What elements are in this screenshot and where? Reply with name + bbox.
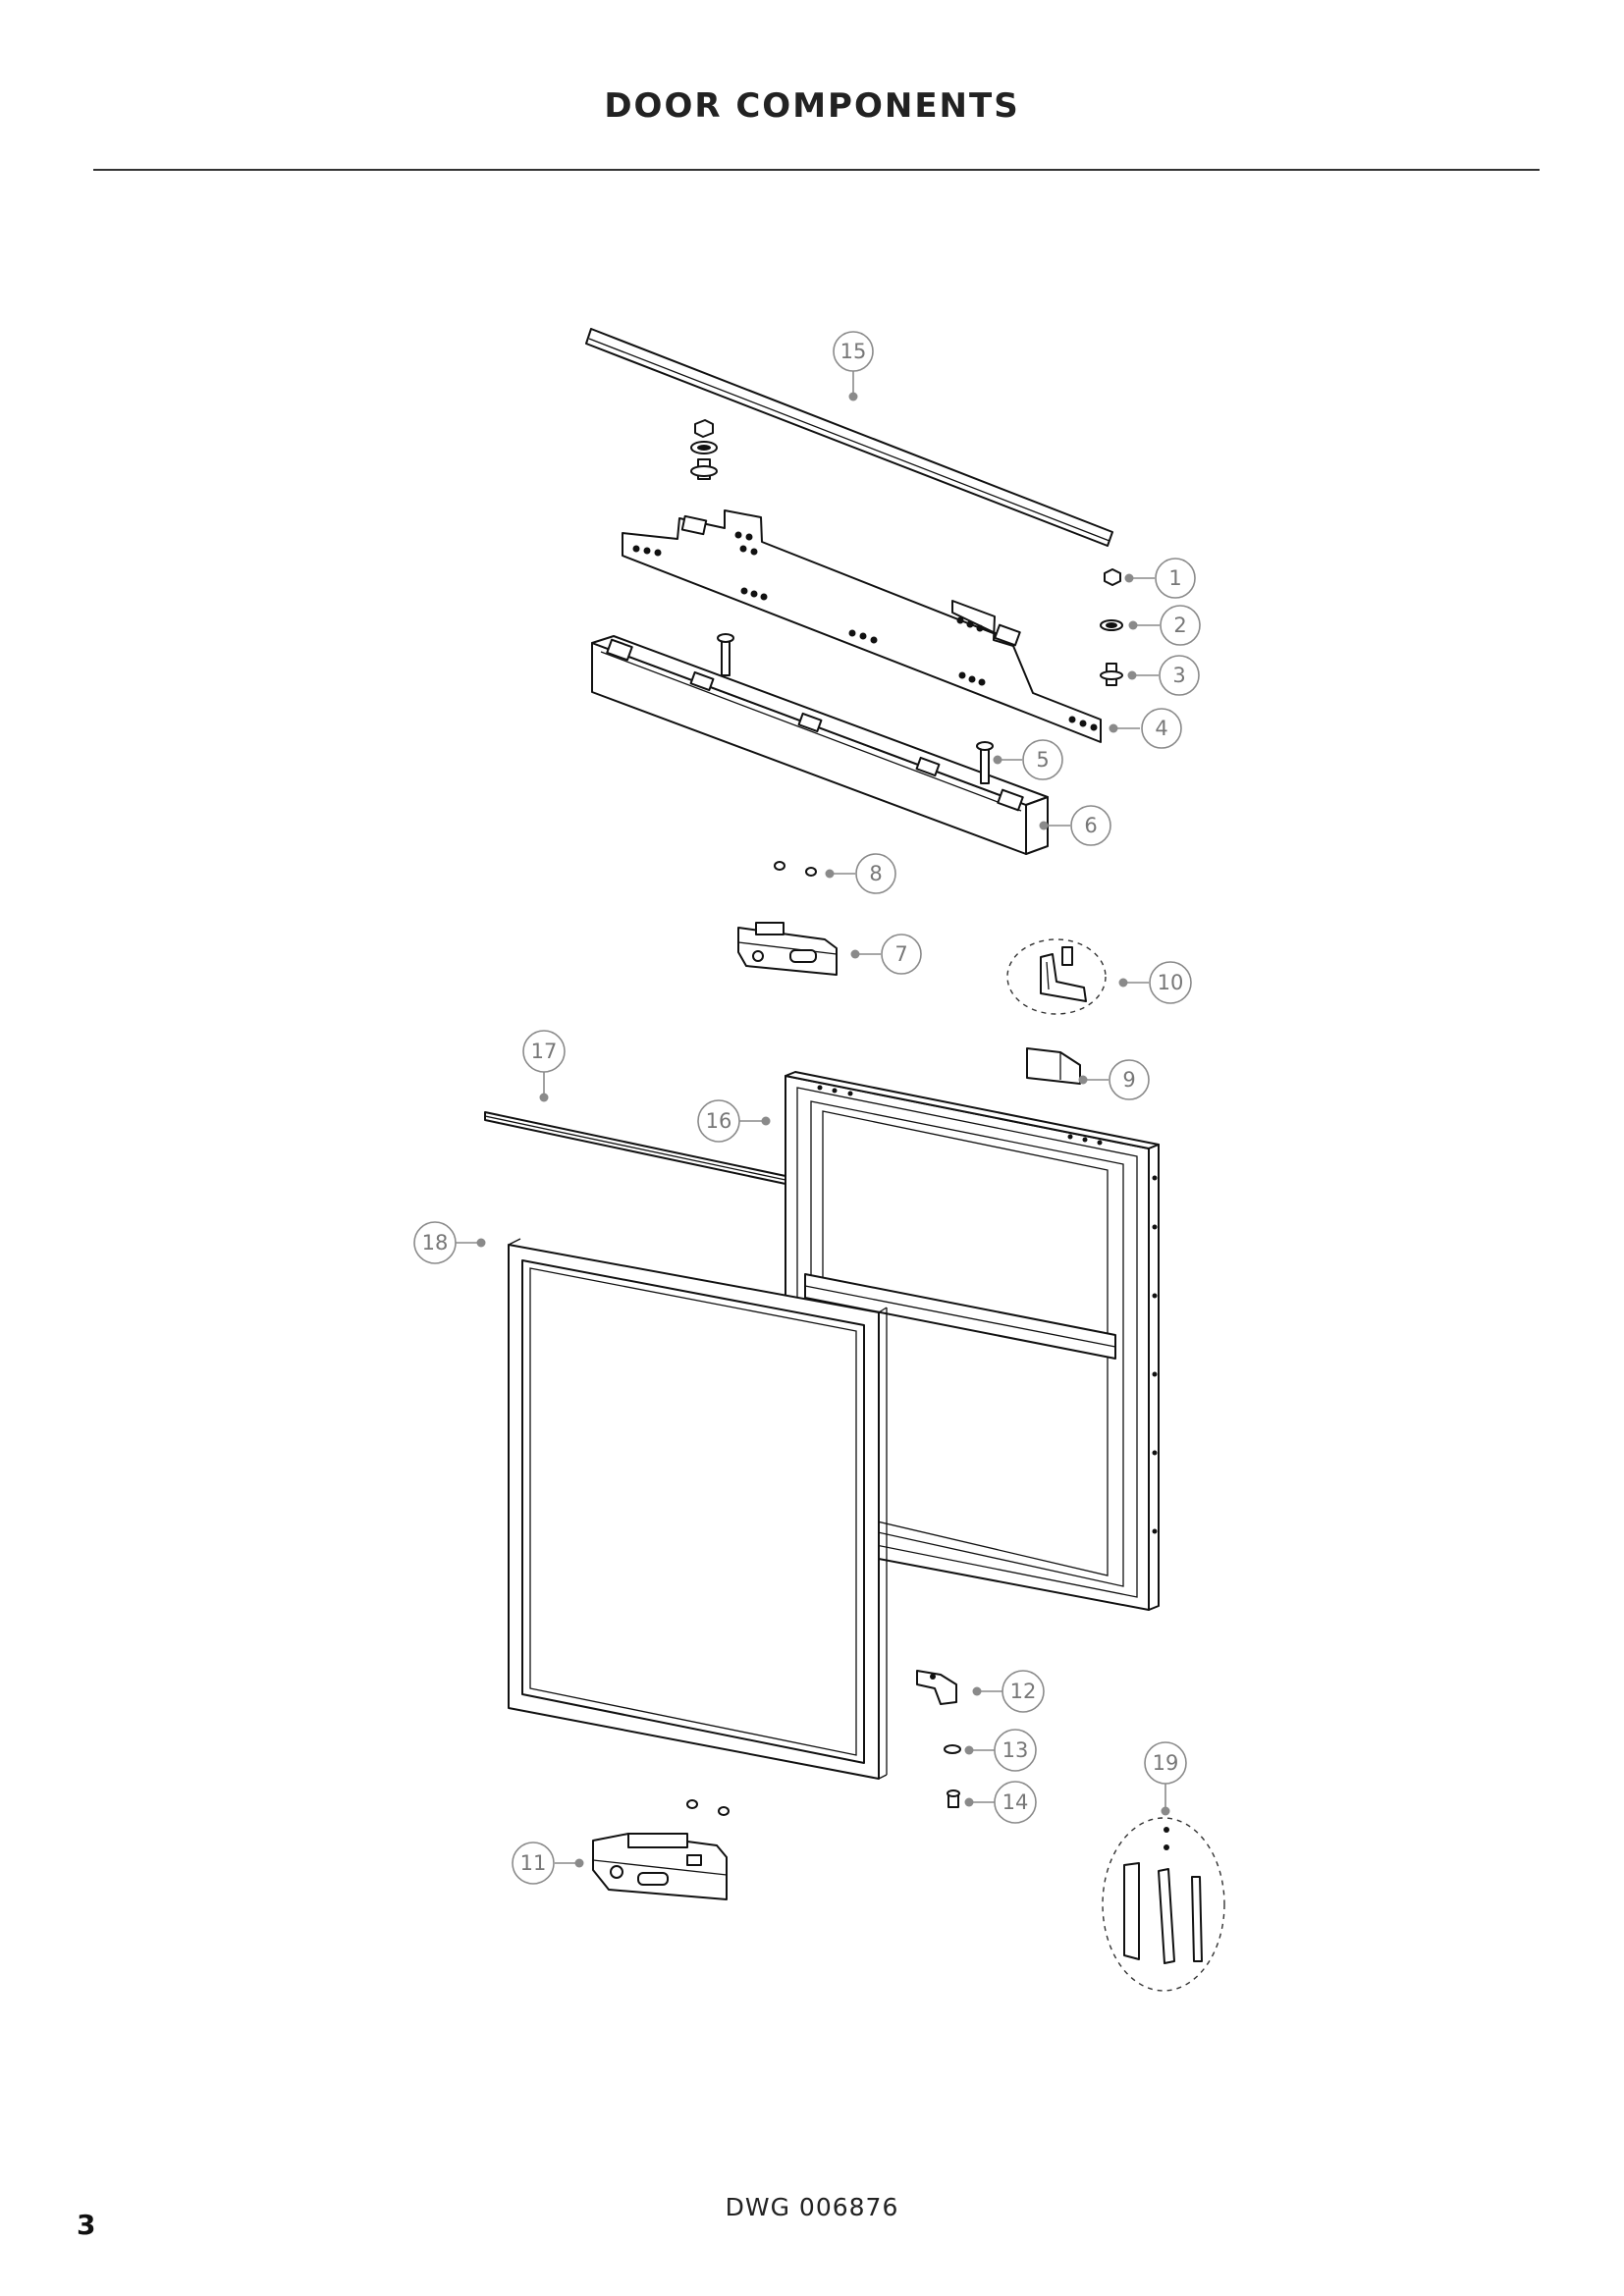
part-13-washer	[944, 1744, 961, 1754]
svg-text:15: 15	[840, 340, 867, 363]
svg-text:11: 11	[520, 1851, 547, 1875]
callout-7: 7	[850, 934, 922, 975]
callout-5: 5	[993, 739, 1063, 780]
svg-text:17: 17	[531, 1040, 558, 1063]
svg-text:9: 9	[1122, 1068, 1135, 1092]
part-15-top-trim	[585, 328, 1113, 547]
svg-text:7: 7	[894, 942, 907, 966]
page-number: 3	[77, 2209, 96, 2241]
page-title: DOOR COMPONENTS	[604, 86, 1020, 126]
part-1-nut	[1104, 568, 1121, 586]
svg-text:12: 12	[1010, 1680, 1037, 1703]
callout-13: 13	[964, 1729, 1037, 1772]
part-19-trim-kit	[1102, 1817, 1225, 1992]
hinge-hardware-stack-left	[690, 419, 718, 480]
part-11-bottom-hinge	[592, 1833, 728, 1900]
part-6-top-channel	[591, 635, 1049, 855]
part-11-screws	[686, 1799, 730, 1816]
part-7-hinge-block	[737, 922, 838, 976]
svg-text:16: 16	[706, 1109, 732, 1133]
svg-text:19: 19	[1153, 1751, 1179, 1775]
callout-4: 4	[1109, 708, 1182, 749]
callout-12: 12	[972, 1670, 1045, 1713]
svg-text:13: 13	[1002, 1738, 1029, 1762]
title-divider	[93, 169, 1540, 171]
callout-11: 11	[512, 1842, 584, 1885]
callout-1: 1	[1124, 558, 1196, 599]
callout-18: 18	[413, 1221, 486, 1264]
part-5-screws	[717, 633, 994, 784]
callout-19: 19	[1144, 1741, 1187, 1816]
drawing-number: DWG 006876	[725, 2193, 899, 2221]
svg-text:18: 18	[422, 1231, 449, 1255]
svg-text:6: 6	[1084, 814, 1097, 837]
part-8-small-screws	[774, 861, 817, 877]
svg-text:2: 2	[1173, 614, 1186, 637]
callout-2: 2	[1128, 605, 1201, 646]
callout-14: 14	[964, 1781, 1037, 1824]
part-2-washer	[1100, 619, 1123, 631]
part-17-strip	[484, 1111, 786, 1185]
svg-text:5: 5	[1036, 748, 1049, 772]
callout-10: 10	[1118, 961, 1192, 1004]
part-10-closer-detail	[1006, 938, 1107, 1015]
part-18-door-gasket	[508, 1238, 888, 1780]
part-3-stud	[1100, 663, 1123, 686]
svg-text:14: 14	[1002, 1790, 1029, 1814]
svg-text:1: 1	[1168, 566, 1181, 590]
callout-9: 9	[1078, 1059, 1150, 1100]
callout-15: 15	[833, 331, 874, 401]
callout-8: 8	[825, 853, 896, 894]
part-14-screw	[947, 1789, 960, 1808]
callout-17: 17	[522, 1030, 566, 1102]
svg-text:3: 3	[1172, 664, 1185, 687]
callout-6: 6	[1039, 805, 1111, 846]
svg-text:10: 10	[1158, 971, 1184, 994]
svg-text:4: 4	[1155, 717, 1167, 740]
callout-3: 3	[1127, 655, 1200, 696]
callout-16: 16	[697, 1099, 771, 1143]
part-12-bottom-bracket	[916, 1670, 957, 1705]
part-9-end-cap	[1026, 1047, 1081, 1085]
svg-text:8: 8	[869, 862, 882, 885]
part-4-bracket-plate	[622, 509, 1102, 743]
